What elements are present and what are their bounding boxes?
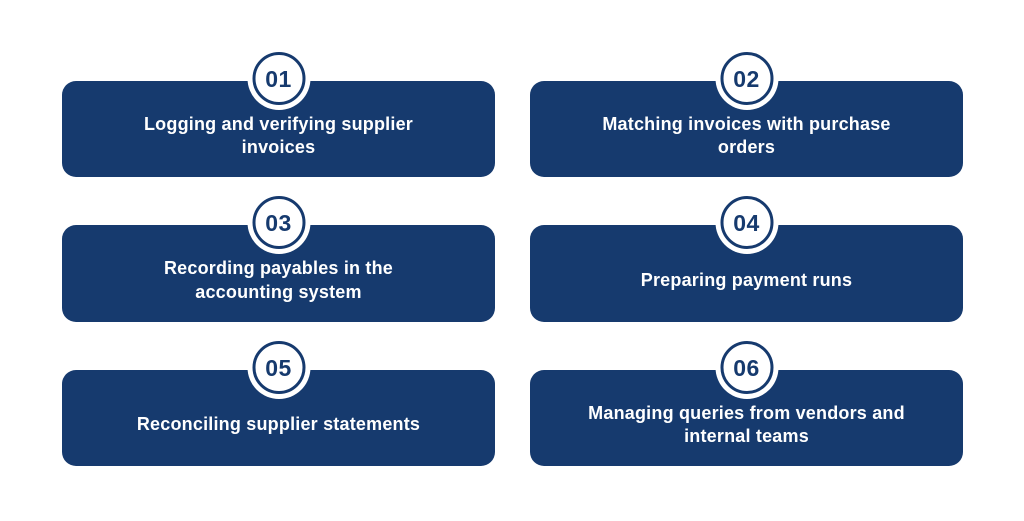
step-number-badge: 06 — [720, 341, 773, 394]
step-card-01: 01 Logging and verifying supplier invoic… — [62, 52, 495, 177]
step-number: 05 — [265, 354, 292, 381]
step-label: Recording payables in the accounting sys… — [163, 258, 394, 302]
step-number-badge: 01 — [252, 52, 305, 105]
steps-grid: 01 Logging and verifying supplier invoic… — [62, 52, 963, 467]
step-label: Preparing payment runs — [640, 269, 853, 290]
step-number-badge: 02 — [720, 52, 773, 105]
step-label: Managing queries from vendors and intern… — [588, 402, 905, 446]
step-card-04: 04 Preparing payment runs — [530, 196, 963, 322]
step-card-body: Matching invoices with purchase orders — [530, 81, 963, 177]
step-number-badge: 05 — [252, 341, 305, 394]
step-label: Reconciling supplier statements — [136, 414, 421, 435]
step-card-06: 06 Managing queries from vendors and int… — [530, 341, 963, 466]
step-card-02: 02 Matching invoices with purchase order… — [530, 52, 963, 177]
step-number: 06 — [733, 354, 760, 381]
step-card-05: 05 Reconciling supplier statements — [62, 341, 495, 466]
step-number-badge: 03 — [252, 196, 305, 249]
step-label: Matching invoices with purchase orders — [602, 113, 891, 157]
step-number: 04 — [733, 209, 760, 236]
step-number-badge: 04 — [720, 196, 773, 249]
step-number: 03 — [265, 209, 292, 236]
step-number: 01 — [265, 65, 292, 92]
step-card-03: 03 Recording payables in the accounting … — [62, 196, 495, 322]
step-number: 02 — [733, 65, 760, 92]
step-label: Logging and verifying supplier invoices — [143, 113, 413, 157]
